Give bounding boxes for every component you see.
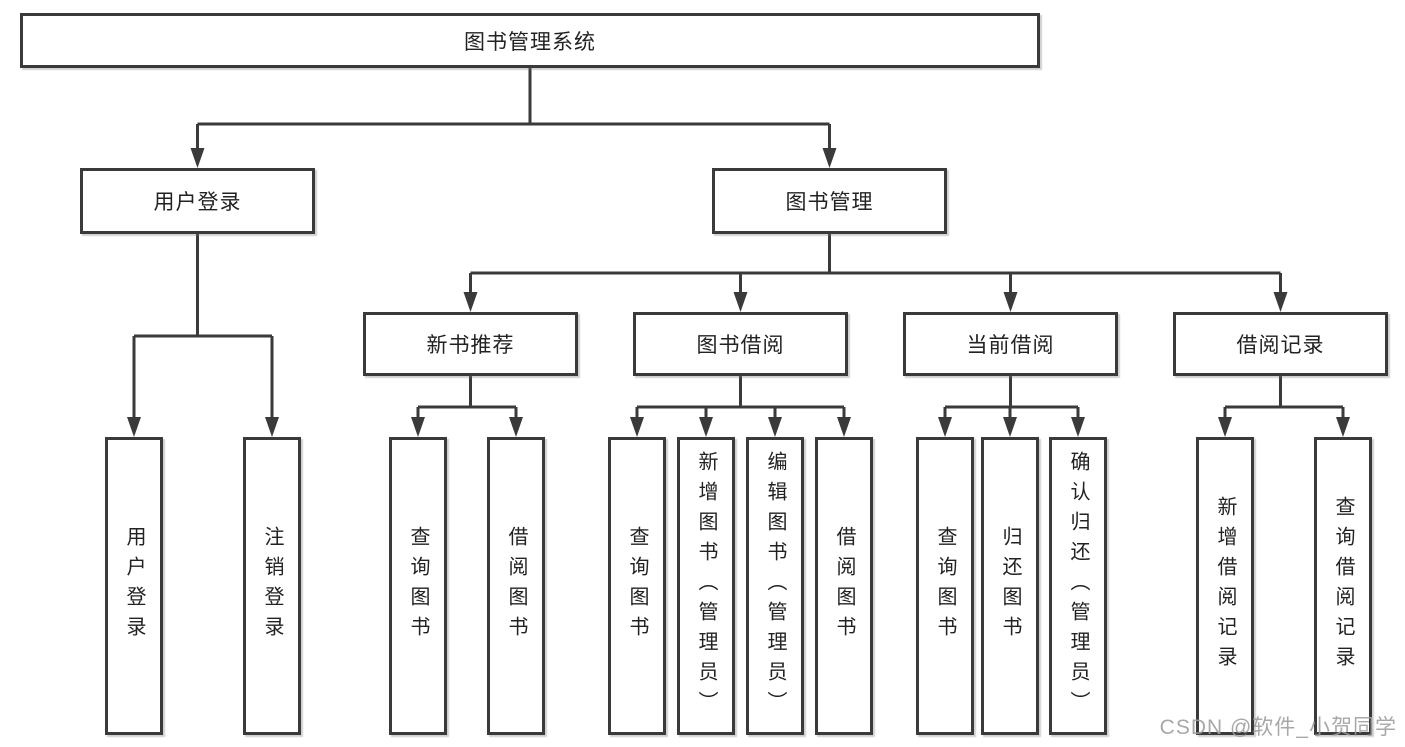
connector-new-book-branch [411,376,523,437]
node-book-borrowing: 图书借阅 [633,312,848,376]
arrowhead [265,417,279,437]
node-label: 查询图书 [626,526,648,646]
arrowhead [1336,417,1350,437]
node-label: 查询借阅记录 [1332,496,1354,676]
connector-book-borrowing-branch [630,376,851,437]
node-label: 图书管理 [785,191,874,214]
arrowhead [411,417,425,437]
node-label: 用户登录 [123,526,145,646]
node-label: 查询图书 [934,526,956,646]
arrowhead [837,417,851,437]
node-label: 图书管理系统 [464,30,596,54]
arrowhead [1003,292,1018,312]
leaf-logout-login: 注销登录 [243,437,301,735]
watermark: CSDN @软件_小贺同学 [1159,716,1397,739]
node-label: 借阅图书 [505,526,527,646]
node-borrowing-records: 借阅记录 [1173,312,1388,376]
arrowhead [190,148,205,168]
arrowhead [938,417,952,437]
node-label: 当前借阅 [966,334,1055,357]
leaf-edit-books-admin: 编辑图书（管理员） [746,437,804,735]
leaf-borrow-books-2: 借阅图书 [815,437,873,735]
arrowhead [1218,417,1232,437]
node-label: 新增借阅记录 [1214,496,1236,676]
arrowhead [463,292,478,312]
arrowhead [1273,292,1288,312]
arrowhead [509,417,523,437]
node-library-management-system: 图书管理系统 [20,13,1040,68]
leaf-query-books-3: 查询图书 [916,437,974,735]
node-label: 查询图书 [407,526,429,646]
node-label: 借阅记录 [1236,334,1325,357]
node-current-borrowing: 当前借阅 [903,312,1118,376]
arrowhead [768,417,782,437]
arrowhead [699,417,713,437]
node-user-login: 用户登录 [80,168,315,234]
connector-borrowing-records-branch [1218,376,1350,437]
node-label: 用户登录 [153,191,242,214]
arrowhead [822,148,837,168]
leaf-confirm-return-admin: 确认归还（管理员） [1049,437,1107,735]
node-label: 新书推荐 [426,334,515,357]
node-new-book-recommend: 新书推荐 [363,312,578,376]
node-book-management: 图书管理 [712,168,947,234]
node-label: 注销登录 [261,526,283,646]
leaf-query-books-2: 查询图书 [608,437,666,735]
connector-book-management-branch [463,234,1288,312]
node-label: 图书借阅 [696,334,785,357]
arrowhead [127,417,141,437]
leaf-query-borrow-record: 查询借阅记录 [1314,437,1372,735]
connector-current-borrowing-branch [938,376,1085,437]
arrowhead [630,417,644,437]
node-label: 归还图书 [999,526,1021,646]
arrowhead [1003,417,1017,437]
node-label: 确认归还（管理员） [1067,451,1089,721]
leaf-add-borrow-record: 新增借阅记录 [1196,437,1254,735]
leaf-borrow-books-1: 借阅图书 [487,437,545,735]
connector-root-branch [190,68,837,168]
node-label: 编辑图书（管理员） [764,451,786,721]
leaf-add-books-admin: 新增图书（管理员） [677,437,735,735]
leaf-query-books-1: 查询图书 [389,437,447,735]
leaf-user-login: 用户登录 [105,437,163,735]
arrowhead [733,292,748,312]
node-label: 新增图书（管理员） [695,451,717,721]
connector-user-login-branch [127,234,279,437]
leaf-return-books: 归还图书 [981,437,1039,735]
node-label: 借阅图书 [833,526,855,646]
arrowhead [1071,417,1085,437]
